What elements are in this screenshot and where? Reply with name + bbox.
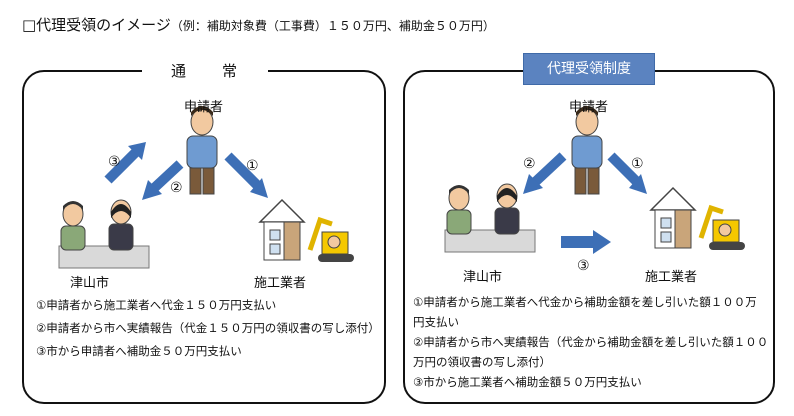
note-item: ②申請者から市へ実績報告（代金から補助金額を差し引いた額１００ bbox=[413, 335, 769, 349]
city-label: 津山市 bbox=[70, 276, 110, 291]
proxy-notes: ①申請者から施工業者へ代金から補助金額を差し引いた額１００万 円支払い ②申請者… bbox=[413, 292, 768, 392]
title-text: □代理受領のイメージ bbox=[22, 16, 171, 34]
arrow-step-2 bbox=[142, 160, 184, 200]
city-label: 津山市 bbox=[463, 270, 503, 285]
step-3-number: ③ bbox=[108, 154, 121, 170]
proxy-diagram bbox=[444, 106, 745, 254]
note-item: ①申請者から施工業者へ代金１５０万円支払い bbox=[36, 298, 277, 312]
arrow-step-3 bbox=[104, 142, 146, 184]
normal-notes: ①申請者から施工業者へ代金１５０万円支払い ②申請者から市へ実績報告（代金１５０… bbox=[36, 294, 380, 363]
excavator-icon bbox=[698, 204, 745, 250]
city-office-icon bbox=[58, 199, 150, 269]
contractor-house-icon bbox=[649, 186, 697, 249]
arrow-step-1 bbox=[224, 152, 268, 198]
note-item: ③市から施工業者へ補助金額５０万円支払い bbox=[413, 375, 642, 389]
normal-arrows bbox=[104, 142, 268, 200]
applicant-person-icon bbox=[186, 106, 218, 195]
step-1-number: ① bbox=[631, 156, 644, 172]
excavator-icon bbox=[307, 216, 354, 262]
contractor-label: 施工業者 bbox=[645, 270, 698, 285]
proxy-panel-title: 代理受領制度 bbox=[523, 53, 655, 85]
step-2-number: ② bbox=[170, 180, 183, 196]
note-item: ③市から申請者へ補助金５０万円支払い bbox=[36, 344, 242, 358]
normal-panel: 通 常 bbox=[22, 60, 386, 404]
page-title: □代理受領のイメージ（例：補助対象費（工事費）１５０万円、補助金５０万円） bbox=[22, 14, 495, 35]
note-item: ①申請者から施工業者へ代金から補助金額を差し引いた額１００万 bbox=[413, 295, 757, 309]
applicant-label: 申請者 bbox=[184, 100, 224, 115]
applicant-person-icon bbox=[571, 106, 603, 195]
normal-diagram bbox=[58, 106, 354, 269]
city-office-icon bbox=[444, 183, 536, 253]
step-2-number: ② bbox=[523, 156, 536, 172]
step-3-number: ③ bbox=[577, 258, 590, 274]
arrow-step-1 bbox=[607, 152, 647, 194]
applicant-label: 申請者 bbox=[569, 100, 609, 115]
step-1-number: ① bbox=[246, 158, 259, 174]
proxy-panel: 代理受領制度 bbox=[403, 53, 775, 404]
contractor-label: 施工業者 bbox=[254, 276, 307, 291]
note-item: 円支払い bbox=[413, 315, 459, 329]
arrow-step-3 bbox=[561, 230, 611, 254]
note-item: ②申請者から市へ実績報告（代金１５０万円の領収書の写し添付） bbox=[36, 321, 380, 335]
arrow-step-2 bbox=[523, 152, 567, 194]
title-example: （例：補助対象費（工事費）１５０万円、補助金５０万円） bbox=[170, 19, 495, 33]
note-item: 万円の領収書の写し添付） bbox=[413, 355, 551, 369]
normal-panel-title: 通 常 bbox=[142, 60, 268, 81]
contractor-house-icon bbox=[258, 198, 306, 261]
